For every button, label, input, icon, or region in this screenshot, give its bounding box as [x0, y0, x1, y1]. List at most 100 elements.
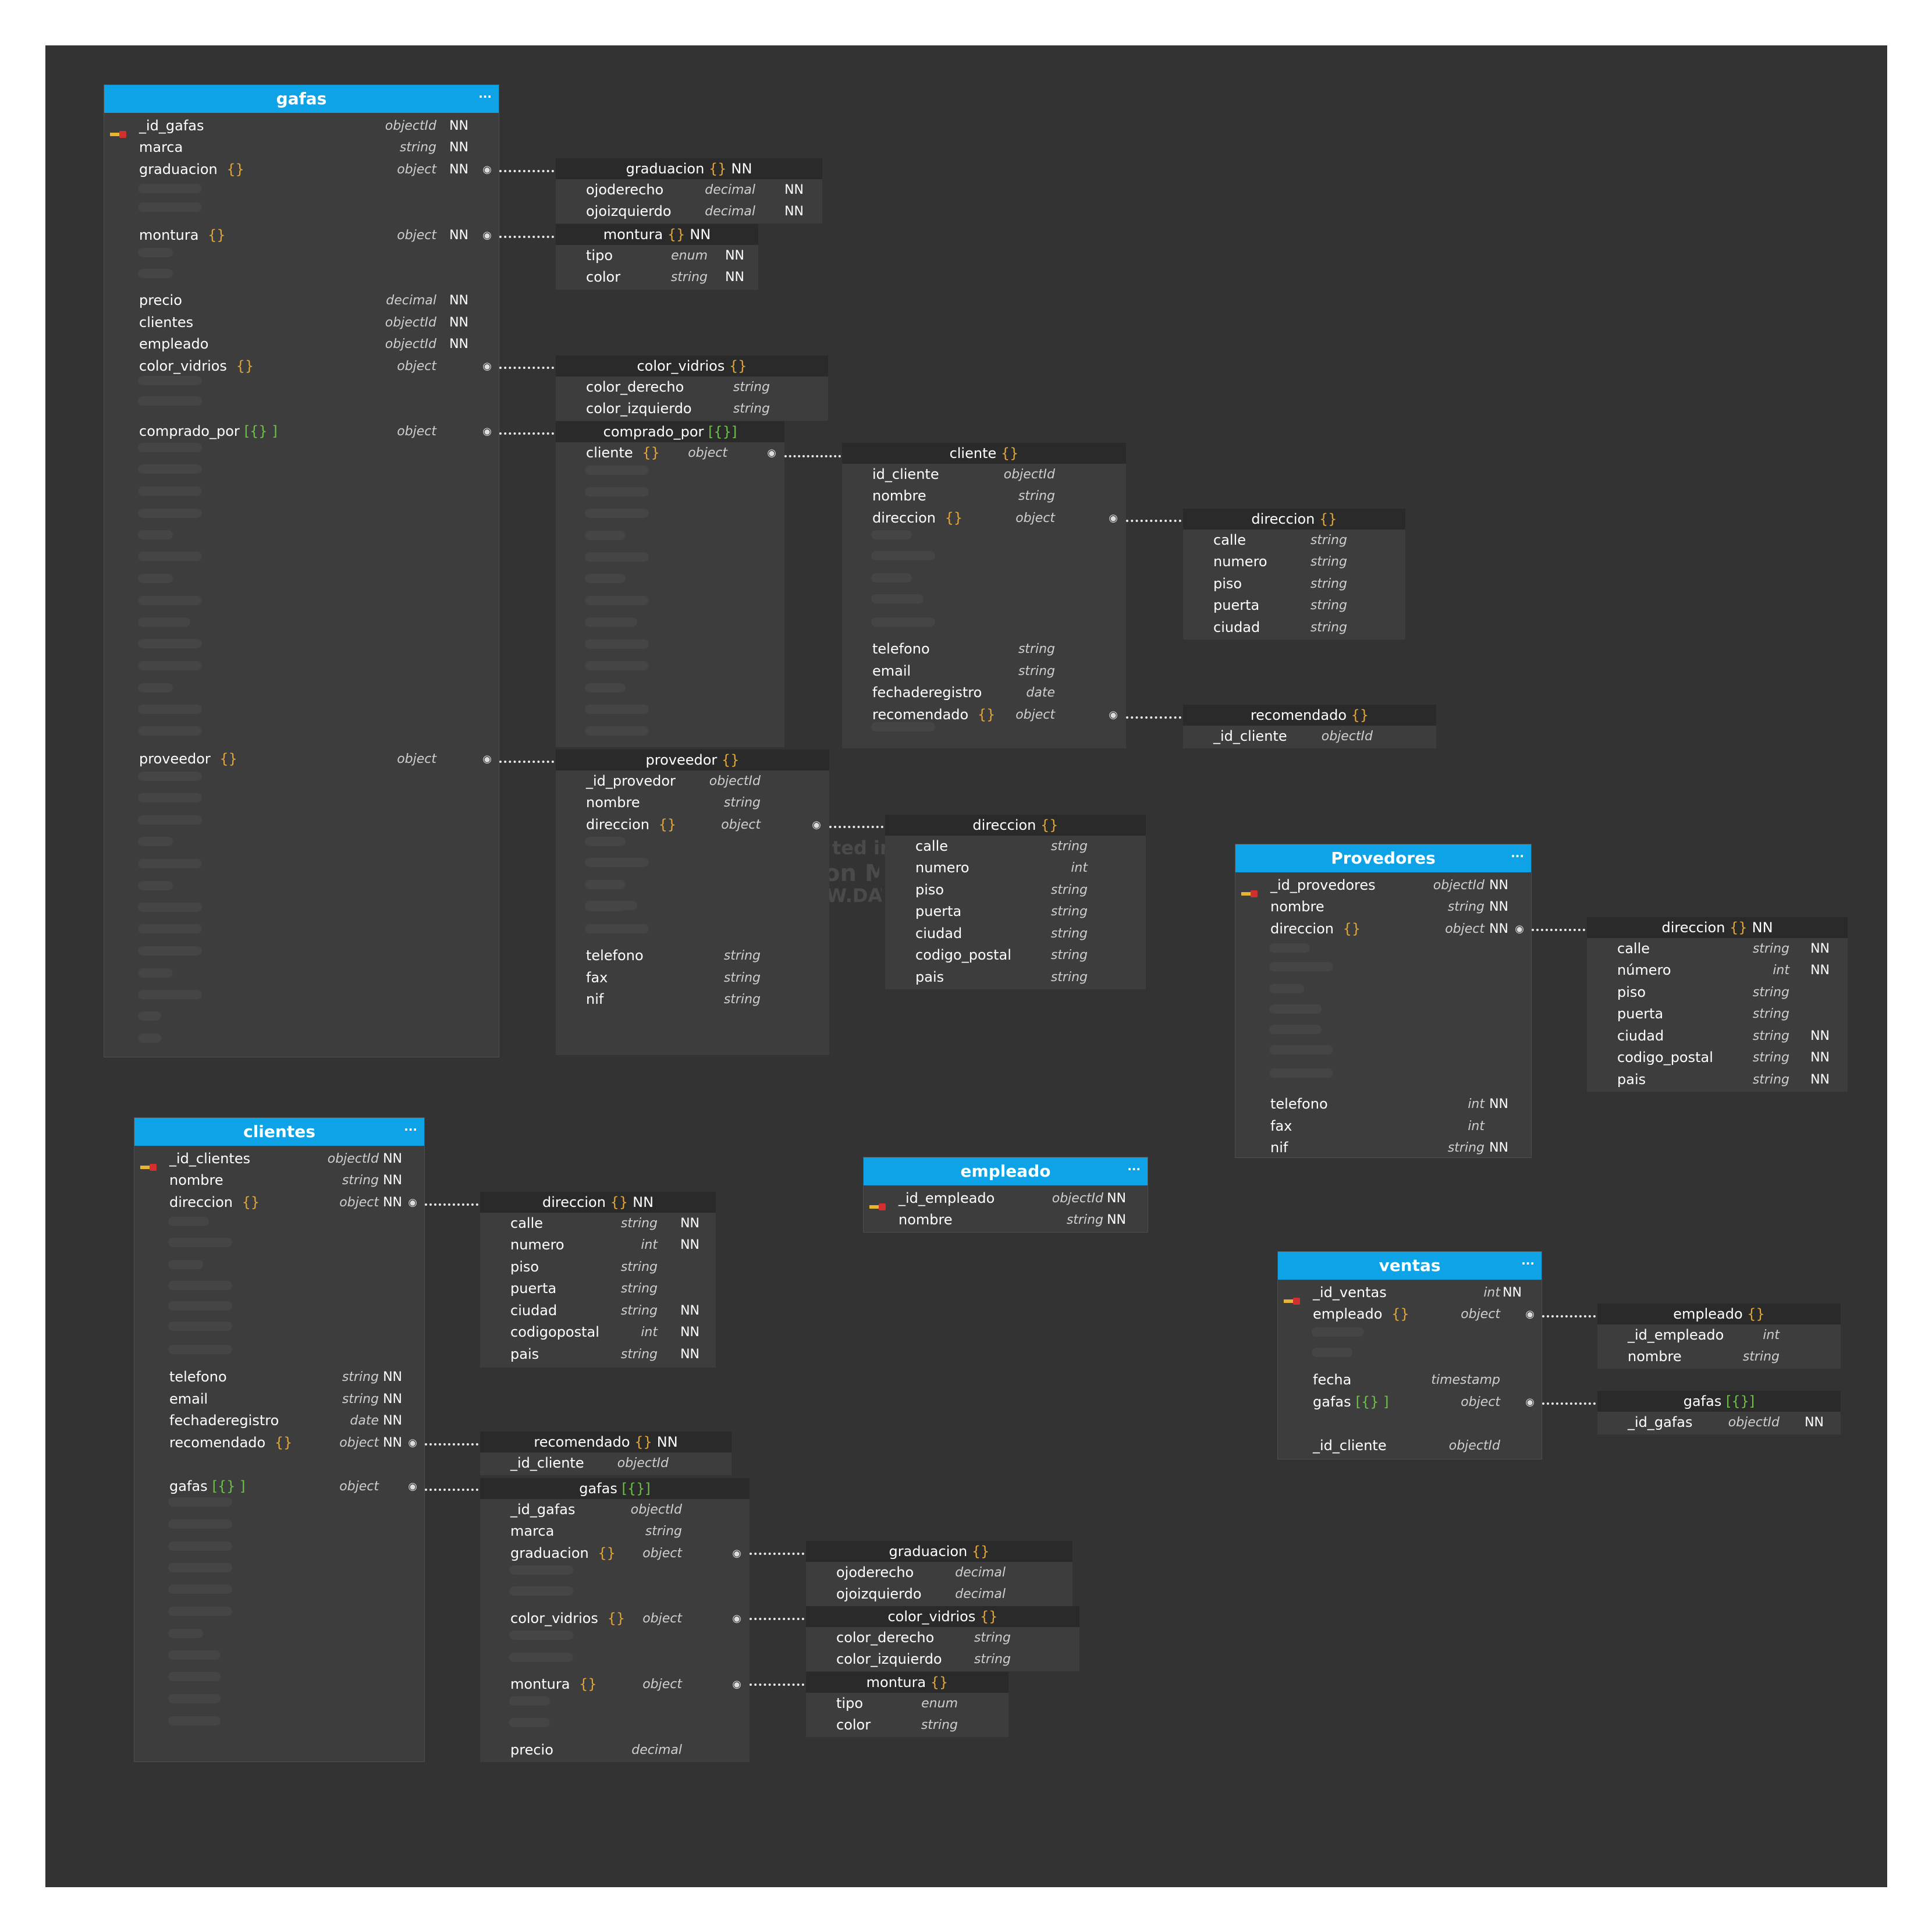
eye-icon[interactable]: ◉ [732, 1613, 741, 1625]
field-name: nif [586, 991, 604, 1007]
table-menu-icon[interactable]: ··· [1511, 849, 1524, 863]
table-header[interactable]: ventas··· [1278, 1252, 1542, 1280]
field-name: clientes [139, 314, 194, 331]
eye-icon[interactable]: ◉ [732, 1678, 741, 1690]
subdoc-header: direccion {}NN [1587, 917, 1848, 938]
field-type: object [1461, 1395, 1500, 1409]
collapsed-field-placeholder [138, 837, 173, 846]
field-type: decimal [705, 204, 755, 219]
table-menu-icon[interactable]: ··· [1521, 1256, 1535, 1270]
eye-icon[interactable]: ◉ [732, 1547, 741, 1560]
eye-icon[interactable]: ◉ [482, 360, 492, 372]
field-name: _id_cliente [1213, 728, 1287, 744]
eye-icon[interactable]: ◉ [1525, 1308, 1535, 1320]
collapsed-field-placeholder [585, 531, 626, 540]
field-name: puerta [1213, 597, 1260, 613]
collapsed-field-placeholder [1269, 1025, 1322, 1034]
collapsed-field-placeholder [168, 1672, 221, 1681]
collapsed-field-placeholder [138, 683, 173, 692]
field-name: nombre [1270, 898, 1324, 915]
eye-icon[interactable]: ◉ [767, 447, 776, 459]
not-null-flag: NN [383, 1195, 402, 1210]
field-row: color_vidrios {}object◉ [104, 356, 500, 377]
collapsed-field-placeholder [138, 1034, 161, 1043]
collapsed-field-placeholder [168, 1281, 232, 1290]
table-header[interactable]: clientes··· [134, 1118, 424, 1146]
subdoc-g_comprado_por[interactable]: comprado_por [{}]cliente {}object◉ [556, 421, 784, 747]
field-type: string [1018, 489, 1055, 503]
object-brace-icon: {} [1725, 919, 1748, 936]
table-menu-icon[interactable]: ··· [1127, 1162, 1141, 1176]
eye-icon[interactable]: ◉ [1515, 923, 1524, 935]
field-type: string [1050, 883, 1088, 897]
field-name: piso [1213, 576, 1242, 592]
table-menu-icon[interactable]: ··· [478, 90, 492, 104]
field-type: string [733, 380, 770, 395]
field-name: piso [915, 882, 944, 898]
eye-icon[interactable]: ◉ [408, 1437, 417, 1449]
eye-icon[interactable]: ◉ [408, 1480, 417, 1493]
relationship-connector [1126, 520, 1181, 522]
watermark-text: W.DAT [826, 885, 882, 907]
collapsed-field-placeholder [138, 726, 202, 736]
table-header[interactable]: Provedores··· [1235, 844, 1531, 872]
collapsed-field-placeholder [585, 858, 649, 867]
table-menu-icon[interactable]: ··· [404, 1123, 417, 1137]
not-null-flag: NN [680, 1304, 699, 1318]
eye-icon[interactable]: ◉ [812, 819, 821, 831]
eye-icon[interactable]: ◉ [482, 164, 492, 176]
eye-icon[interactable]: ◉ [1109, 512, 1118, 524]
object-brace-icon: {} [222, 161, 244, 177]
eye-icon[interactable]: ◉ [482, 425, 492, 438]
eye-icon[interactable]: ◉ [1525, 1396, 1535, 1408]
table-title: empleado [960, 1162, 1051, 1181]
field-type: string [1066, 1213, 1103, 1227]
not-null-flag: NN [1752, 919, 1773, 936]
field-row: piso string [885, 879, 1146, 901]
eye-icon[interactable]: ◉ [1109, 709, 1118, 721]
table-header[interactable]: gafas··· [104, 85, 499, 113]
field-row: direccion {}object◉ [842, 507, 1126, 529]
collapsed-field-placeholder [168, 1345, 232, 1354]
collapsed-field-placeholder [138, 946, 202, 956]
eye-icon[interactable]: ◉ [482, 229, 492, 242]
object-brace-icon: [{}] [1721, 1393, 1755, 1409]
collapsed-field-placeholder [585, 902, 626, 911]
eye-icon[interactable]: ◉ [482, 753, 492, 765]
field-type: int [1468, 1097, 1484, 1111]
subdoc-header: recomendado {} [1183, 705, 1436, 726]
object-brace-icon: {} [215, 751, 237, 767]
eye-icon[interactable]: ◉ [408, 1196, 417, 1209]
table-header[interactable]: empleado ··· [864, 1157, 1148, 1185]
